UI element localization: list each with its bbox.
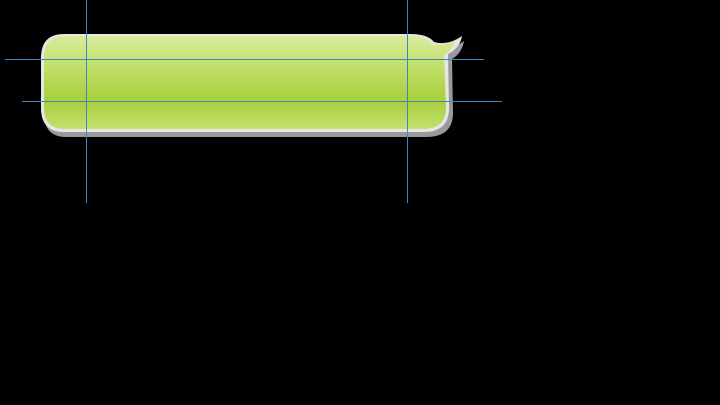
speech-bubble bbox=[38, 30, 470, 138]
guide-line-horizontal-top bbox=[5, 59, 484, 60]
guide-line-horizontal-bottom bbox=[22, 101, 502, 102]
speech-bubble-graphic bbox=[41, 34, 464, 137]
bubble-body bbox=[44, 36, 456, 129]
